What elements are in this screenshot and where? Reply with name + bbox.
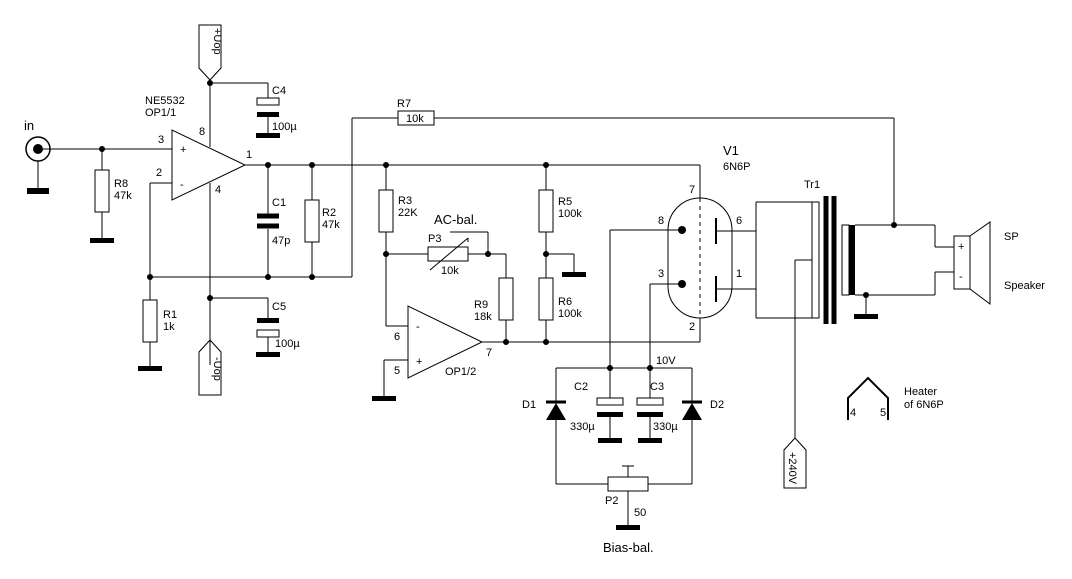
op1-1-minus: - xyxy=(180,179,184,191)
v1-pin6: 6 xyxy=(736,215,742,227)
bias-bal-label: Bias-bal. xyxy=(603,540,654,555)
r8-value: 47k xyxy=(114,190,132,202)
bias-voltage: 10V xyxy=(656,355,676,367)
capacitor-c1 xyxy=(257,162,279,277)
speaker-minus: - xyxy=(959,271,963,283)
r3-value: 22K xyxy=(398,207,418,219)
r1-value: 1k xyxy=(163,321,175,333)
plus-uop-label: +Uop xyxy=(211,28,223,55)
resistor-r1 xyxy=(138,299,162,371)
bias-network xyxy=(546,230,702,530)
input-jack xyxy=(25,136,172,194)
tube-v1 xyxy=(610,165,756,342)
op1-1-pin3: 3 xyxy=(158,134,164,146)
c4-value: 100µ xyxy=(272,121,297,133)
resistor-r6 xyxy=(538,277,554,342)
resistor-r5 xyxy=(538,162,586,278)
resistor-r3 xyxy=(378,162,394,326)
r2-value: 47k xyxy=(322,219,340,231)
op1-1-pin4: 4 xyxy=(215,184,221,196)
r6-label: R6 xyxy=(558,296,572,308)
c1-value: 47p xyxy=(272,235,290,247)
capacitor-c4 xyxy=(210,82,280,138)
c4-label: C4 xyxy=(272,85,286,97)
v1-pin1: 1 xyxy=(736,268,742,280)
resistor-r8 xyxy=(90,146,114,243)
supply-plus-240v xyxy=(783,437,807,489)
minus-uop-label: -Uop xyxy=(211,357,223,381)
v1-pin7: 7 xyxy=(689,184,695,196)
speaker-label: Speaker xyxy=(1004,280,1045,292)
heater-symbol xyxy=(847,376,889,420)
heater-label: Heater xyxy=(904,386,937,398)
v1-pin3: 3 xyxy=(658,268,664,280)
c2-value: 330µ xyxy=(570,421,595,433)
output-transformer-tr1 xyxy=(755,196,935,438)
op1-1-pin8: 8 xyxy=(199,126,205,138)
c5-value: 100µ xyxy=(275,338,300,350)
r1-label: R1 xyxy=(163,309,177,321)
op1-2-pin7: 7 xyxy=(486,347,492,359)
opamp-op1-1 xyxy=(171,83,700,365)
op1-2-minus: - xyxy=(416,321,420,333)
tr1-label: Tr1 xyxy=(804,179,820,191)
r3-label: R3 xyxy=(398,195,412,207)
speaker-plus: + xyxy=(958,241,964,253)
r6-value: 100k xyxy=(558,308,582,320)
heater-of-label: of 6N6P xyxy=(904,399,944,411)
opamp-op1-2 xyxy=(372,305,700,401)
heater-pin4: 4 xyxy=(850,407,856,419)
v1-type: 6N6P xyxy=(723,161,751,173)
c3-label: C3 xyxy=(650,381,664,393)
op1-2-pin6: 6 xyxy=(394,331,400,343)
r9-value: 18k xyxy=(474,311,492,323)
resistor-r2 xyxy=(304,162,320,277)
op1-1-plus: + xyxy=(180,144,186,156)
c1-label: C1 xyxy=(272,197,286,209)
plus-240v-label: +240V xyxy=(786,452,798,485)
c2-label: C2 xyxy=(574,381,588,393)
supply-minus-uop xyxy=(198,339,222,396)
op1-2-label: OP1/2 xyxy=(445,366,476,378)
r2-label: R2 xyxy=(322,207,336,219)
p2-value: 50 xyxy=(634,507,646,519)
op1-1-pin2: 2 xyxy=(156,167,162,179)
p2-label: P2 xyxy=(605,495,618,507)
op1-1-part: NE5532 xyxy=(145,95,185,107)
op1-1-pin1: 1 xyxy=(246,149,252,161)
r5-value: 100k xyxy=(558,208,582,220)
v1-pin8: 8 xyxy=(658,215,664,227)
resistor-r7 xyxy=(397,110,435,126)
r9-label: R9 xyxy=(474,299,488,311)
d1-label: D1 xyxy=(522,399,536,411)
feedback-network xyxy=(147,117,895,300)
c3-value: 330µ xyxy=(653,421,678,433)
resistor-r9 xyxy=(498,277,514,342)
potentiometer-p3 xyxy=(386,231,507,278)
speaker-sp xyxy=(934,221,991,305)
capacitor-c5 xyxy=(207,295,280,357)
op1-1-label: OP1/1 xyxy=(145,107,176,119)
ac-bal-label: AC-bal. xyxy=(434,212,477,227)
sp-label: SP xyxy=(1004,231,1019,243)
op1-2-pin5: 5 xyxy=(394,365,400,377)
r7-value: 10k xyxy=(406,113,424,125)
input-label: in xyxy=(24,118,34,133)
heater-pin5: 5 xyxy=(880,407,886,419)
p3-label: P3 xyxy=(428,233,441,245)
v1-label: V1 xyxy=(723,143,739,158)
d2-label: D2 xyxy=(710,399,724,411)
r8-label: R8 xyxy=(114,178,128,190)
r7-label: R7 xyxy=(397,98,411,110)
c5-label: C5 xyxy=(272,301,286,313)
v1-pin2: 2 xyxy=(689,321,695,333)
p3-value: 10k xyxy=(441,265,459,277)
r5-label: R5 xyxy=(558,196,572,208)
op1-2-plus: + xyxy=(416,356,422,368)
